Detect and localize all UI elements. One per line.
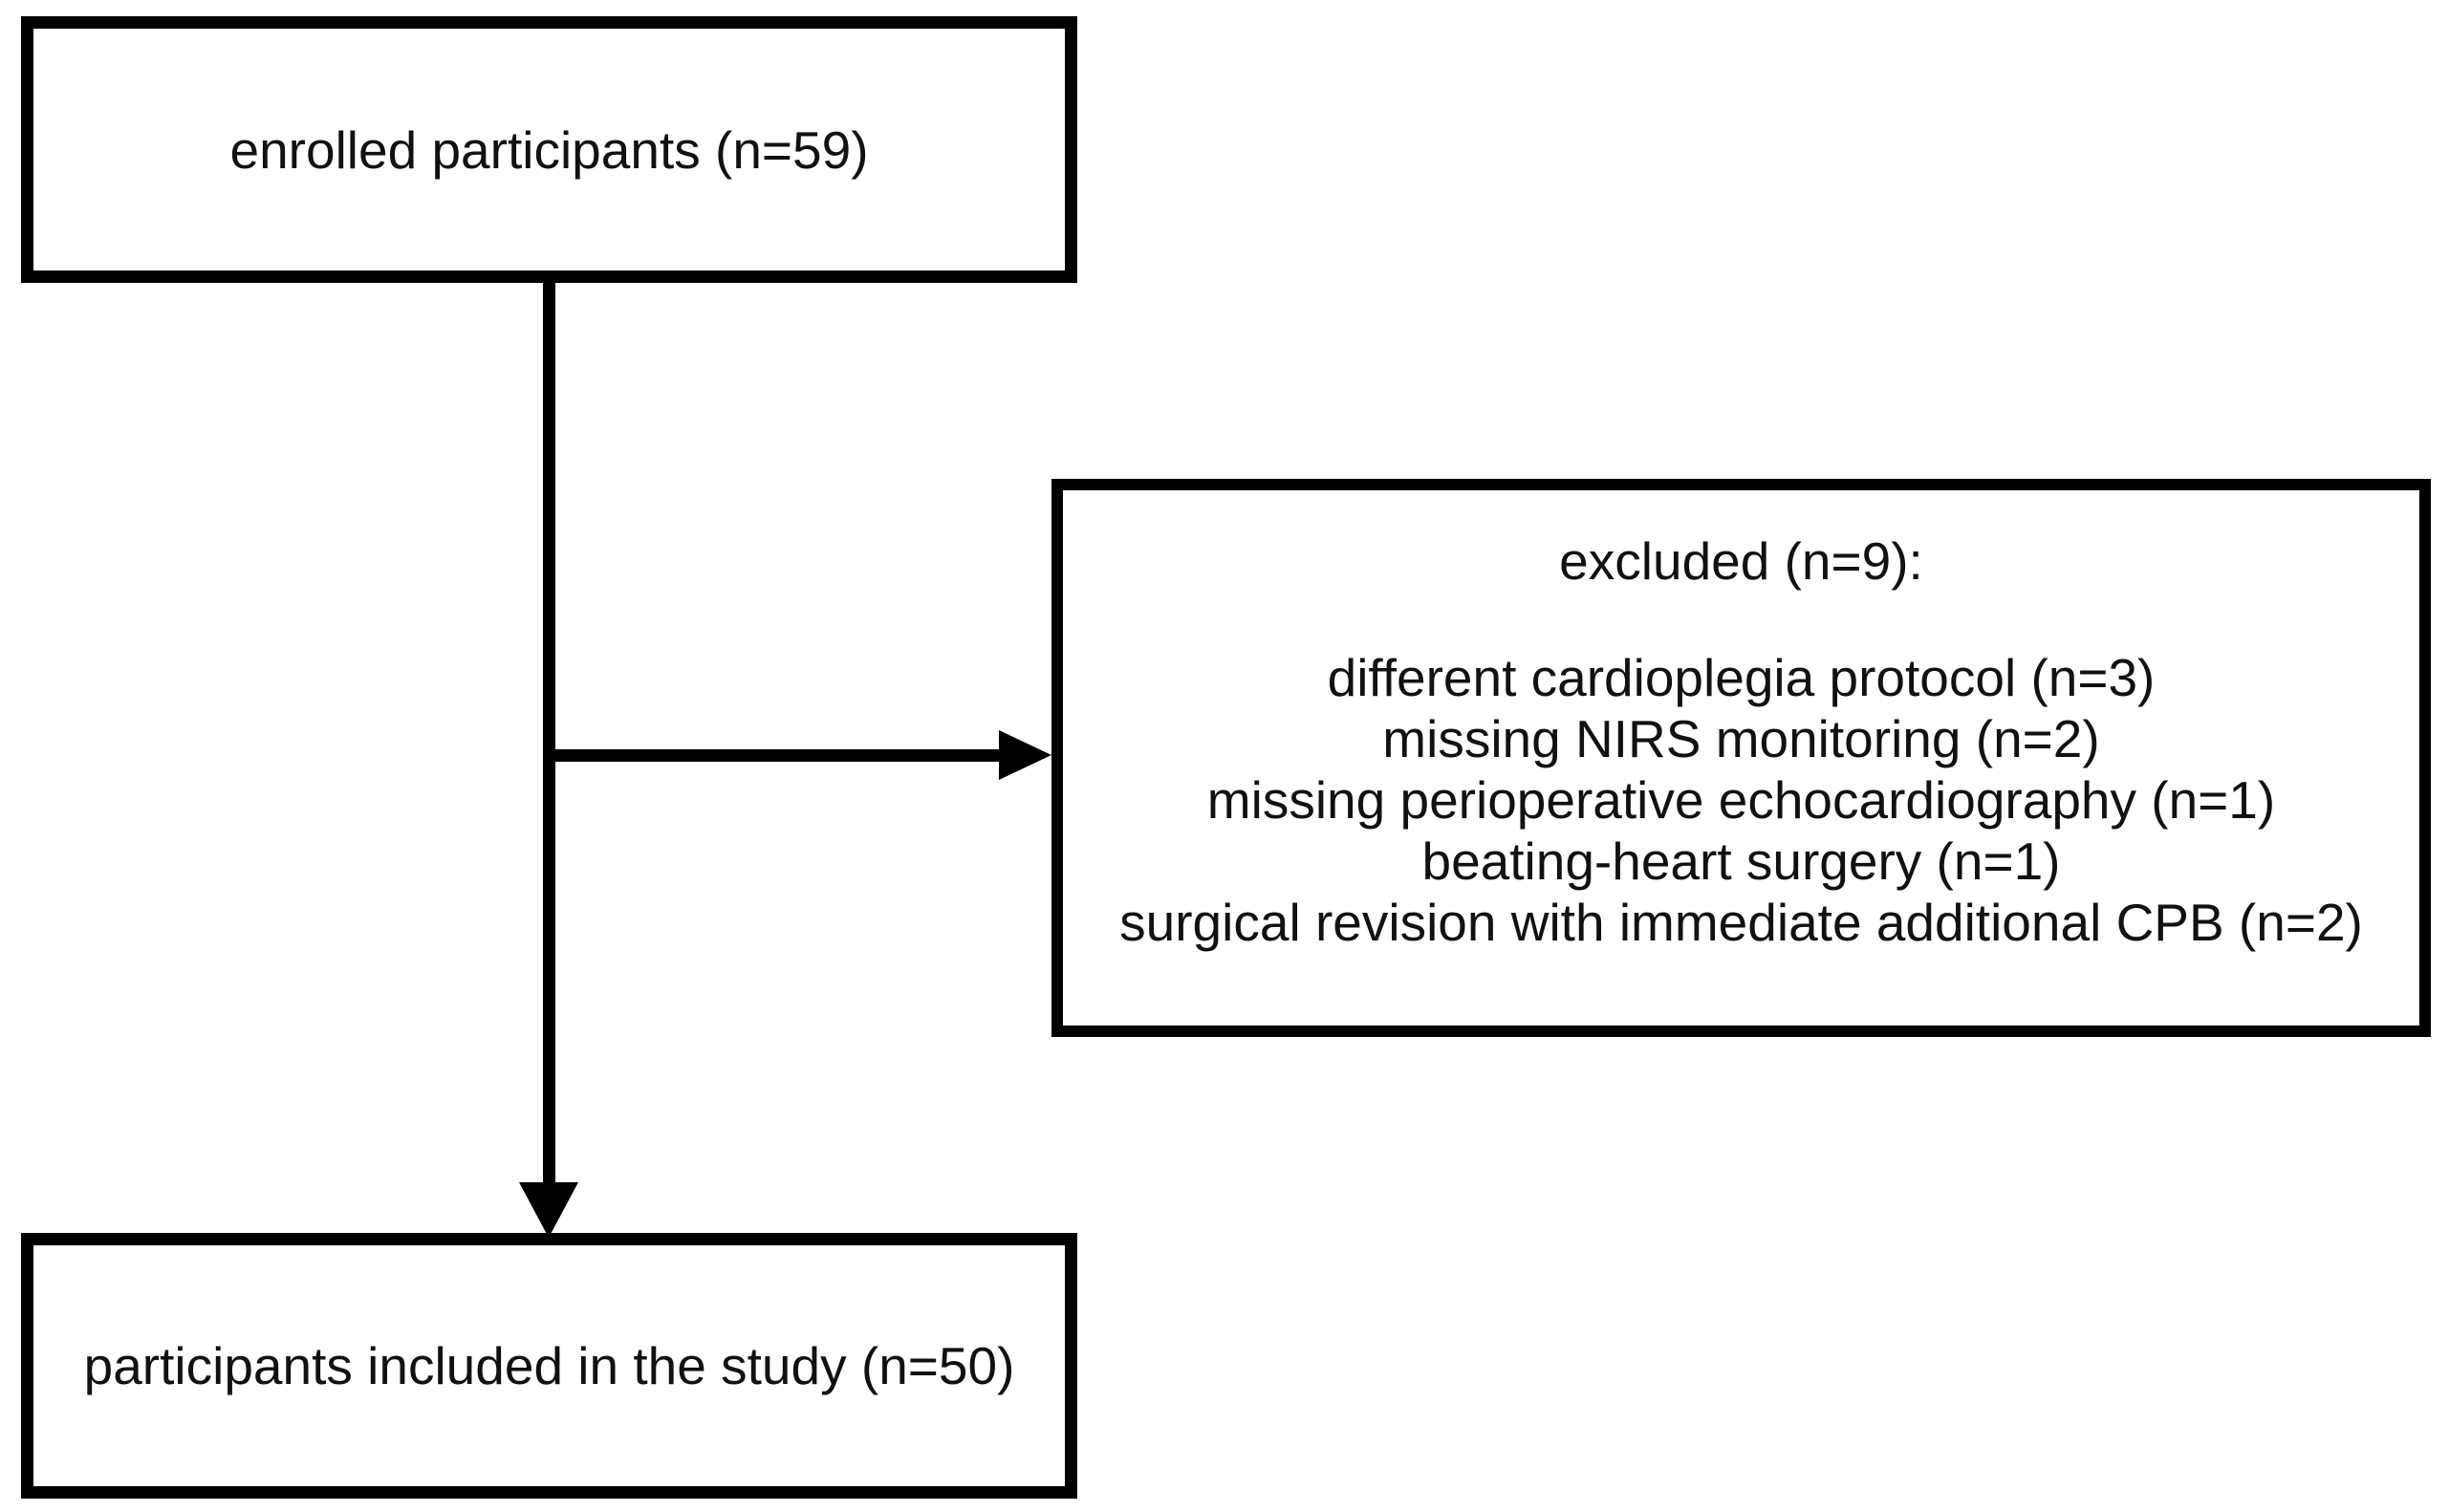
arrow-to-excluded-line — [550, 749, 1002, 762]
included-participants-label: participants included in the study (n=50… — [83, 1336, 1015, 1395]
excluded-reason-item: missing perioperative echocardiography (… — [1206, 769, 2276, 830]
excluded-box: excluded (n=9): different cardioplegia p… — [1051, 479, 2431, 1037]
excluded-reason-item: different cardioplegia protocol (n=3) — [1327, 647, 2156, 707]
arrow-down-head-icon — [519, 1182, 578, 1238]
enrolled-participants-label: enrolled participants (n=59) — [229, 119, 869, 180]
arrow-right-head-icon — [999, 730, 1051, 780]
enrolled-participants-box: enrolled participants (n=59) — [21, 16, 1077, 283]
excluded-reason-item: missing NIRS monitoring (n=2) — [1382, 708, 2100, 768]
excluded-reason-item: surgical revision with immediate additio… — [1119, 892, 2363, 952]
included-participants-box: participants included in the study (n=50… — [21, 1233, 1077, 1499]
excluded-box-title: excluded (n=9): — [1559, 530, 1923, 591]
arrow-enrolled-to-included-line — [543, 283, 555, 1190]
excluded-reason-item: beating-heart surgery (n=1) — [1421, 831, 2061, 891]
